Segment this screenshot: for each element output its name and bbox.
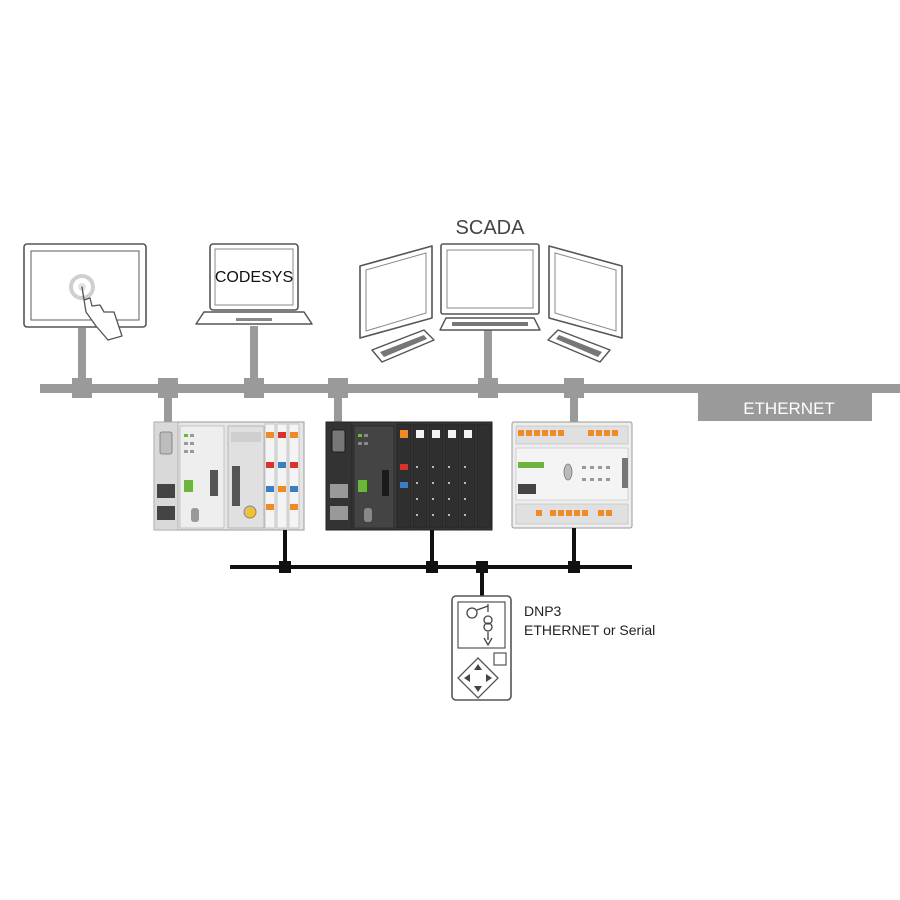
navigation-pad-icon xyxy=(457,657,499,699)
monitor-icon xyxy=(547,245,623,363)
scada-label: SCADA xyxy=(456,217,526,239)
ethernet-bus xyxy=(40,326,900,424)
hand-touch-icon xyxy=(69,274,123,341)
monitor-icon xyxy=(359,245,435,363)
transformer-switch-icon xyxy=(466,604,493,647)
controller-light[interactable] xyxy=(153,421,305,531)
scada-workstations[interactable] xyxy=(359,243,623,363)
controller-compact[interactable] xyxy=(511,421,633,529)
field-bus xyxy=(230,528,632,597)
monitor-icon xyxy=(439,243,541,331)
ethernet-label-box xyxy=(698,393,872,421)
dnp3-transport-label: ETHERNET or Serial xyxy=(524,622,655,638)
laptop-icon xyxy=(195,243,313,325)
dnp3-outstation[interactable] xyxy=(451,595,512,701)
touch-panel[interactable] xyxy=(23,243,147,341)
codesys-label: CODESYS xyxy=(215,269,293,286)
ethernet-label: ETHERNET xyxy=(743,399,835,418)
dnp3-label: DNP3 xyxy=(524,603,562,619)
controller-dark[interactable] xyxy=(325,421,493,531)
codesys-laptop[interactable] xyxy=(195,243,313,325)
